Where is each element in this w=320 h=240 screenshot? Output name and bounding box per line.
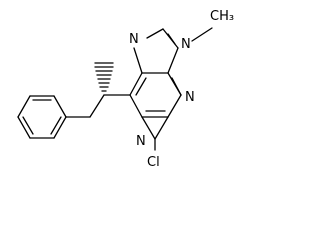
atom-n9: N (181, 37, 191, 52)
bond-c2-n1 (141, 116, 156, 140)
hashed-wedge-bond (94, 62, 114, 92)
atom-n3: N (185, 90, 195, 105)
bond-c2-n3 (154, 116, 169, 140)
bond-n9-methyl (191, 27, 213, 42)
structure-diagram: N N CH₃ N N Cl (17, 9, 234, 170)
molecule-svg: N N CH₃ N N Cl (17, 9, 234, 170)
atom-n9-methyl: CH₃ (210, 9, 234, 24)
phenyl-ring (17, 95, 67, 139)
atom-n7: N (129, 32, 139, 47)
atom-n1: N (136, 134, 146, 149)
imidazole-ring (133, 28, 179, 74)
bond-ch2-stereocenter (89, 94, 105, 118)
pyrimidine-ring (129, 72, 182, 118)
atom-cl: Cl (147, 155, 160, 170)
